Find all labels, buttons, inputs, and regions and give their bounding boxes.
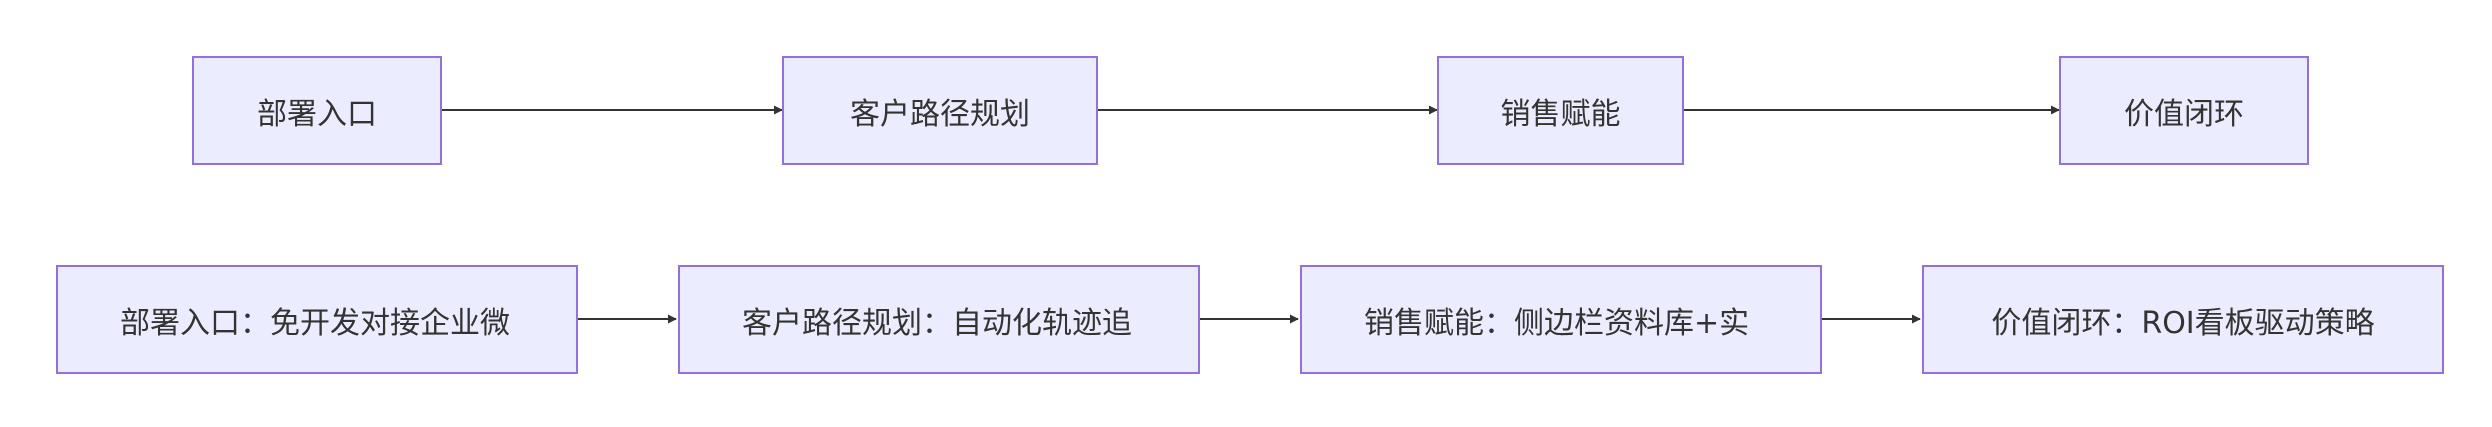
node-value-loop-detail: 价值闭环：ROI看板驱动策略	[1922, 265, 2444, 374]
node-label: 部署入口	[257, 96, 377, 132]
node-deploy-entry: 部署入口	[192, 56, 442, 165]
node-sales-enablement: 销售赋能	[1437, 56, 1684, 165]
node-label: 销售赋能：侧边栏资料库+实	[1364, 305, 1750, 341]
node-label: 客户路径规划	[850, 96, 1030, 132]
node-deploy-entry-detail: 部署入口：免开发对接企业微	[56, 265, 578, 374]
node-label: 部署入口：免开发对接企业微	[120, 305, 510, 341]
node-label: 价值闭环：ROI看板驱动策略	[1991, 305, 2375, 341]
node-customer-path-detail: 客户路径规划：自动化轨迹追	[678, 265, 1200, 374]
node-label: 价值闭环	[2124, 96, 2244, 132]
node-customer-path: 客户路径规划	[782, 56, 1098, 165]
node-value-loop: 价值闭环	[2059, 56, 2309, 165]
node-label: 客户路径规划：自动化轨迹追	[742, 305, 1132, 341]
node-sales-enablement-detail: 销售赋能：侧边栏资料库+实	[1300, 265, 1822, 374]
node-label: 销售赋能	[1500, 96, 1621, 132]
